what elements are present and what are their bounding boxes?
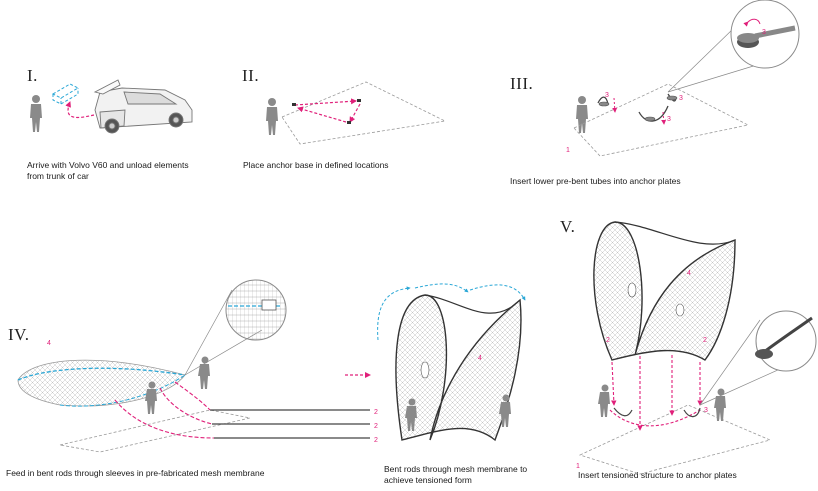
step-2-caption-line-1: Place anchor base in defined locations xyxy=(243,160,389,170)
label-two-c: 2 xyxy=(374,437,378,444)
step-1-illustration xyxy=(30,79,193,134)
step-3-caption: Insert lower pre-bent tubes into anchor … xyxy=(510,176,681,187)
label-one: 1 xyxy=(566,147,570,154)
tensioned-structure xyxy=(593,221,736,361)
label-four: 4 xyxy=(47,340,51,347)
label-three: 3 xyxy=(679,95,683,102)
person-figure xyxy=(714,388,726,421)
label-one: 1 xyxy=(576,463,580,470)
site-boundary xyxy=(281,81,447,145)
step-3-numeral: III. xyxy=(510,74,534,93)
person-figure xyxy=(198,356,210,389)
tensioned-form xyxy=(395,294,522,442)
step-2-numeral: II. xyxy=(242,66,260,85)
anchor-triangle xyxy=(294,98,361,123)
label-four: 4 xyxy=(478,355,482,362)
step-1-caption-line-1: Arrive with Volvo V60 and unload element… xyxy=(27,160,189,170)
site-boundary xyxy=(59,409,251,453)
step-4b-illustration: 4 xyxy=(377,283,526,442)
step-1-caption: Arrive with Volvo V60 and unload element… xyxy=(27,160,189,182)
label-three: 3 xyxy=(762,29,766,36)
car-volvo-v60 xyxy=(93,79,193,134)
label-two-b: 2 xyxy=(374,423,378,430)
sleeve-magnifier xyxy=(225,279,287,341)
mesh-membrane xyxy=(17,359,186,407)
person-figure xyxy=(576,96,588,133)
label-two-a: 2 xyxy=(374,409,378,416)
step-2-caption: Place anchor base in defined locations xyxy=(243,160,389,171)
step-4b-caption-line-1: Bent rods through mesh membrane to xyxy=(384,464,528,474)
person-figure xyxy=(266,98,278,135)
site-boundary xyxy=(578,404,772,475)
step-1-numeral: I. xyxy=(27,66,38,85)
anchor-plates xyxy=(598,95,678,122)
label-two: 2 xyxy=(606,337,610,344)
step-4-caption: Feed in bent rods through sleeves in pre… xyxy=(6,468,264,479)
person-figure xyxy=(145,381,157,414)
person-figure xyxy=(499,394,511,427)
person-figure xyxy=(598,384,610,417)
site-boundary xyxy=(573,83,750,157)
step-5-caption-line-1: Insert tensioned structure to anchor pla… xyxy=(578,470,737,480)
step-3-caption-line-1: Insert lower pre-bent tubes into anchor … xyxy=(510,176,681,186)
step-4-numeral: IV. xyxy=(8,325,30,344)
pre-bent-tubes xyxy=(597,93,677,122)
step-2-illustration xyxy=(266,81,447,145)
label-three: 3 xyxy=(704,407,708,414)
anchor-plates xyxy=(292,99,361,124)
element-crate xyxy=(51,83,80,105)
step-5-numeral: V. xyxy=(560,217,576,236)
step-5-caption: Insert tensioned structure to anchor pla… xyxy=(578,470,737,481)
step-4b-caption-line-2: achieve tensioned form xyxy=(384,475,472,485)
label-four: 4 xyxy=(687,270,691,277)
step-4b-caption: Bent rods through mesh membrane to achie… xyxy=(384,464,527,486)
person-figure xyxy=(30,95,42,132)
bent-rods xyxy=(210,409,370,439)
label-three: 3 xyxy=(667,116,671,123)
unload-arrow xyxy=(65,101,95,119)
label-two: 2 xyxy=(703,337,707,344)
step-4-caption-line-1: Feed in bent rods through sleeves in pre… xyxy=(6,468,265,478)
step-4-illustration: 4 2 2 2 xyxy=(17,279,378,453)
label-three: 3 xyxy=(605,92,609,99)
step-1-caption-line-2: from trunk of car xyxy=(27,171,89,181)
person-figure xyxy=(405,398,417,431)
anchor-detail xyxy=(737,18,796,48)
step-5-illustration: 1 2 2 3 4 xyxy=(576,221,817,475)
step-3-illustration xyxy=(573,0,800,157)
